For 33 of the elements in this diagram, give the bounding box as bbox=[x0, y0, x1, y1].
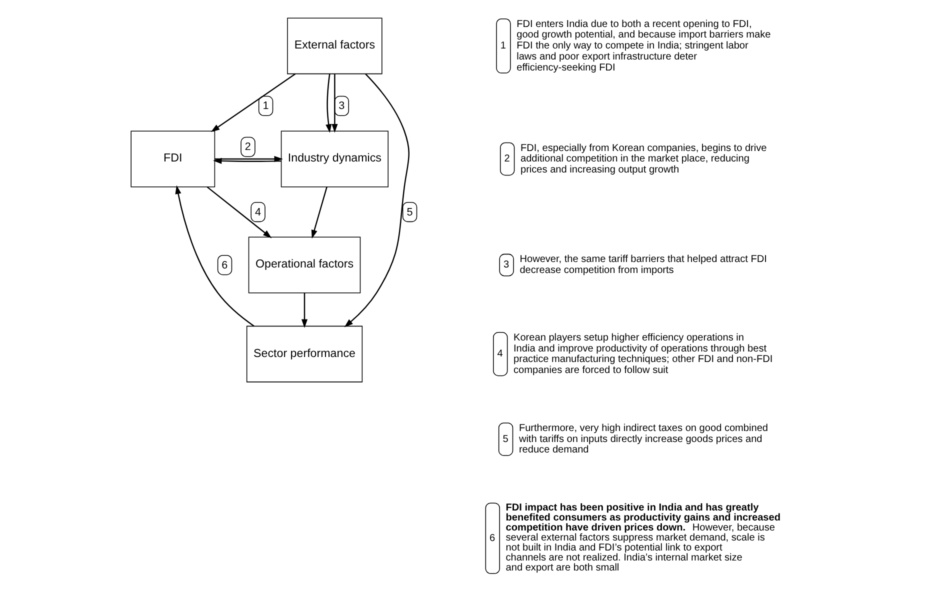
arrow bbox=[214, 156, 282, 162]
edge-label: 6 bbox=[221, 259, 228, 272]
label: However, the same tariff barriers that helped attract FDI decrease competition from imports bbox=[519, 254, 766, 276]
edge-label: 5 bbox=[406, 206, 412, 218]
edge-label: 4 bbox=[254, 206, 260, 218]
arrow bbox=[331, 74, 338, 133]
label: Furthermore, very high indirect taxes on good combined with tariffs on inputs directly increase goods prices and reduce demand bbox=[518, 423, 768, 456]
node-box: FDI bbox=[130, 130, 215, 188]
arrow bbox=[212, 158, 281, 164]
arrow bbox=[174, 185, 254, 327]
node-box: Operational factors bbox=[248, 236, 360, 294]
label: 6 bbox=[489, 532, 495, 544]
arrow bbox=[210, 73, 296, 132]
edge-label: 2 bbox=[244, 141, 250, 154]
label: FDI impact has been positive in India and has greatly benefited consumers as productivity gains and increased competition have driven prices down. However, because several external factors suppress market demand, scale is not built in India and FDI’s potential link to export channels are not realized. India’s internal market size and export are both small bbox=[505, 502, 780, 574]
label: FDI, especially from Korean companies, begins to drive additional competition in the market place, reducing prices and increasing output growth bbox=[520, 142, 766, 176]
arrow bbox=[310, 186, 327, 239]
node-box: External factors bbox=[286, 18, 382, 74]
node-box: Industry dynamics bbox=[280, 130, 388, 188]
label: 2 bbox=[504, 154, 510, 165]
label: 3 bbox=[502, 260, 509, 271]
arrow bbox=[206, 186, 272, 238]
edge-label: 3 bbox=[338, 100, 344, 112]
label: Korean players setup higher efficiency operations in India and improve productivity of operations through best practice manufacturing techniques; other FDI and non-FDI companies are forced to follow suit bbox=[513, 332, 772, 376]
label: 1 bbox=[500, 40, 506, 52]
node-box: Sector performance bbox=[246, 326, 362, 382]
label: 5 bbox=[502, 434, 508, 445]
label: 4 bbox=[496, 348, 502, 360]
edge-label: 1 bbox=[262, 100, 268, 112]
arrow bbox=[300, 293, 308, 328]
arrow bbox=[325, 74, 332, 133]
arrow bbox=[344, 74, 410, 328]
label: FDI enters India due to both a recent opening to FDI, good growth potential, and because import barriers make FDI the only way to compete in India; stringent labor laws and poor export infrastructure deter efficiency-seeking FDI bbox=[516, 18, 770, 74]
